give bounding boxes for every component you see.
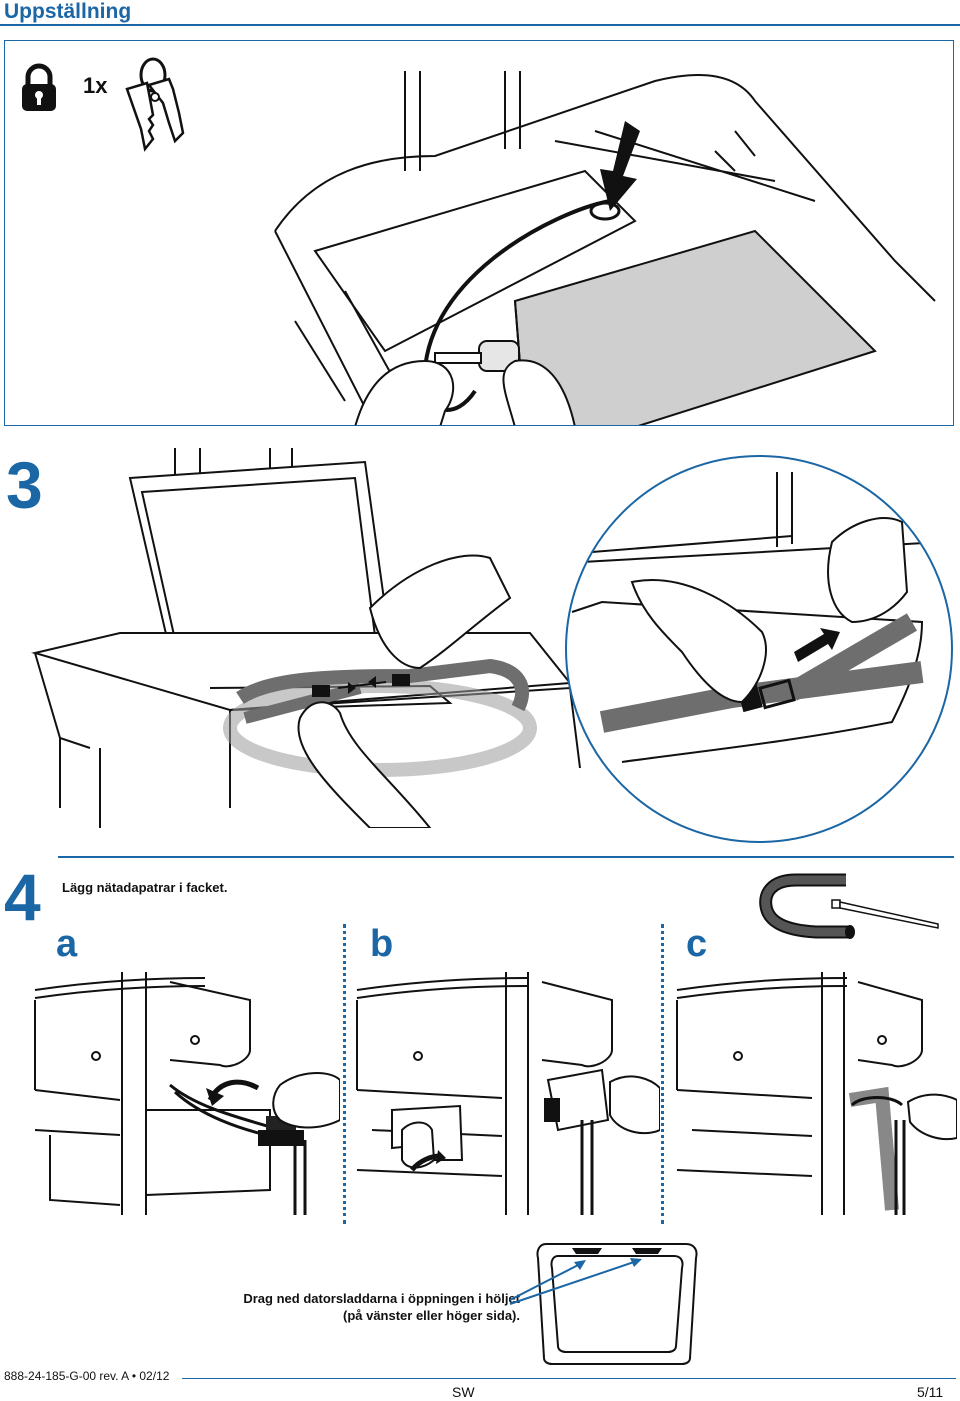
substep-b-label: b: [370, 923, 394, 965]
housing-opening-diagram: [509, 1243, 698, 1365]
cable-tie-icon: [759, 873, 939, 939]
step-3-number: 3: [6, 448, 43, 522]
step4-rule: [58, 856, 954, 858]
caption-line-2: (på vänster eller höger sida).: [342, 1308, 520, 1323]
page-number: 5/11: [917, 1384, 944, 1400]
caption-line-1: Drag ned datorsladdarna i öppningen i hö…: [243, 1291, 520, 1306]
cord-routing-caption: Drag ned datorsladdarna i öppningen i hö…: [150, 1290, 520, 1324]
title-rule: [0, 24, 960, 26]
substep-a-label: a: [56, 923, 78, 965]
padlock-icon: [22, 63, 56, 111]
footer-rule: [182, 1378, 956, 1379]
keys-icon: [125, 57, 185, 152]
laptop-strap-illustration: [31, 448, 581, 828]
doc-code: 888-24-185-G-00 rev. A • 02/12: [4, 1369, 170, 1383]
strap-buckle-detail: [565, 455, 953, 843]
step-4-instruction: Lägg nätadapatrar i facket.: [62, 880, 228, 895]
substep-separator-bc: [661, 924, 664, 1224]
cart-lock-illustration: [274, 71, 936, 425]
quantity-label: 1x: [83, 73, 108, 98]
substep-a-illustration: [34, 972, 340, 1215]
page-title: Uppställning: [4, 0, 132, 23]
step3-lock-panel: 1x: [4, 40, 954, 426]
step-4-number: 4: [4, 860, 41, 934]
substep-separator-ab: [343, 924, 346, 1224]
substep-b-illustration: [356, 972, 660, 1215]
substep-c-label: c: [686, 923, 708, 965]
language-code: SW: [452, 1384, 475, 1400]
substep-c-illustration: [676, 972, 957, 1215]
